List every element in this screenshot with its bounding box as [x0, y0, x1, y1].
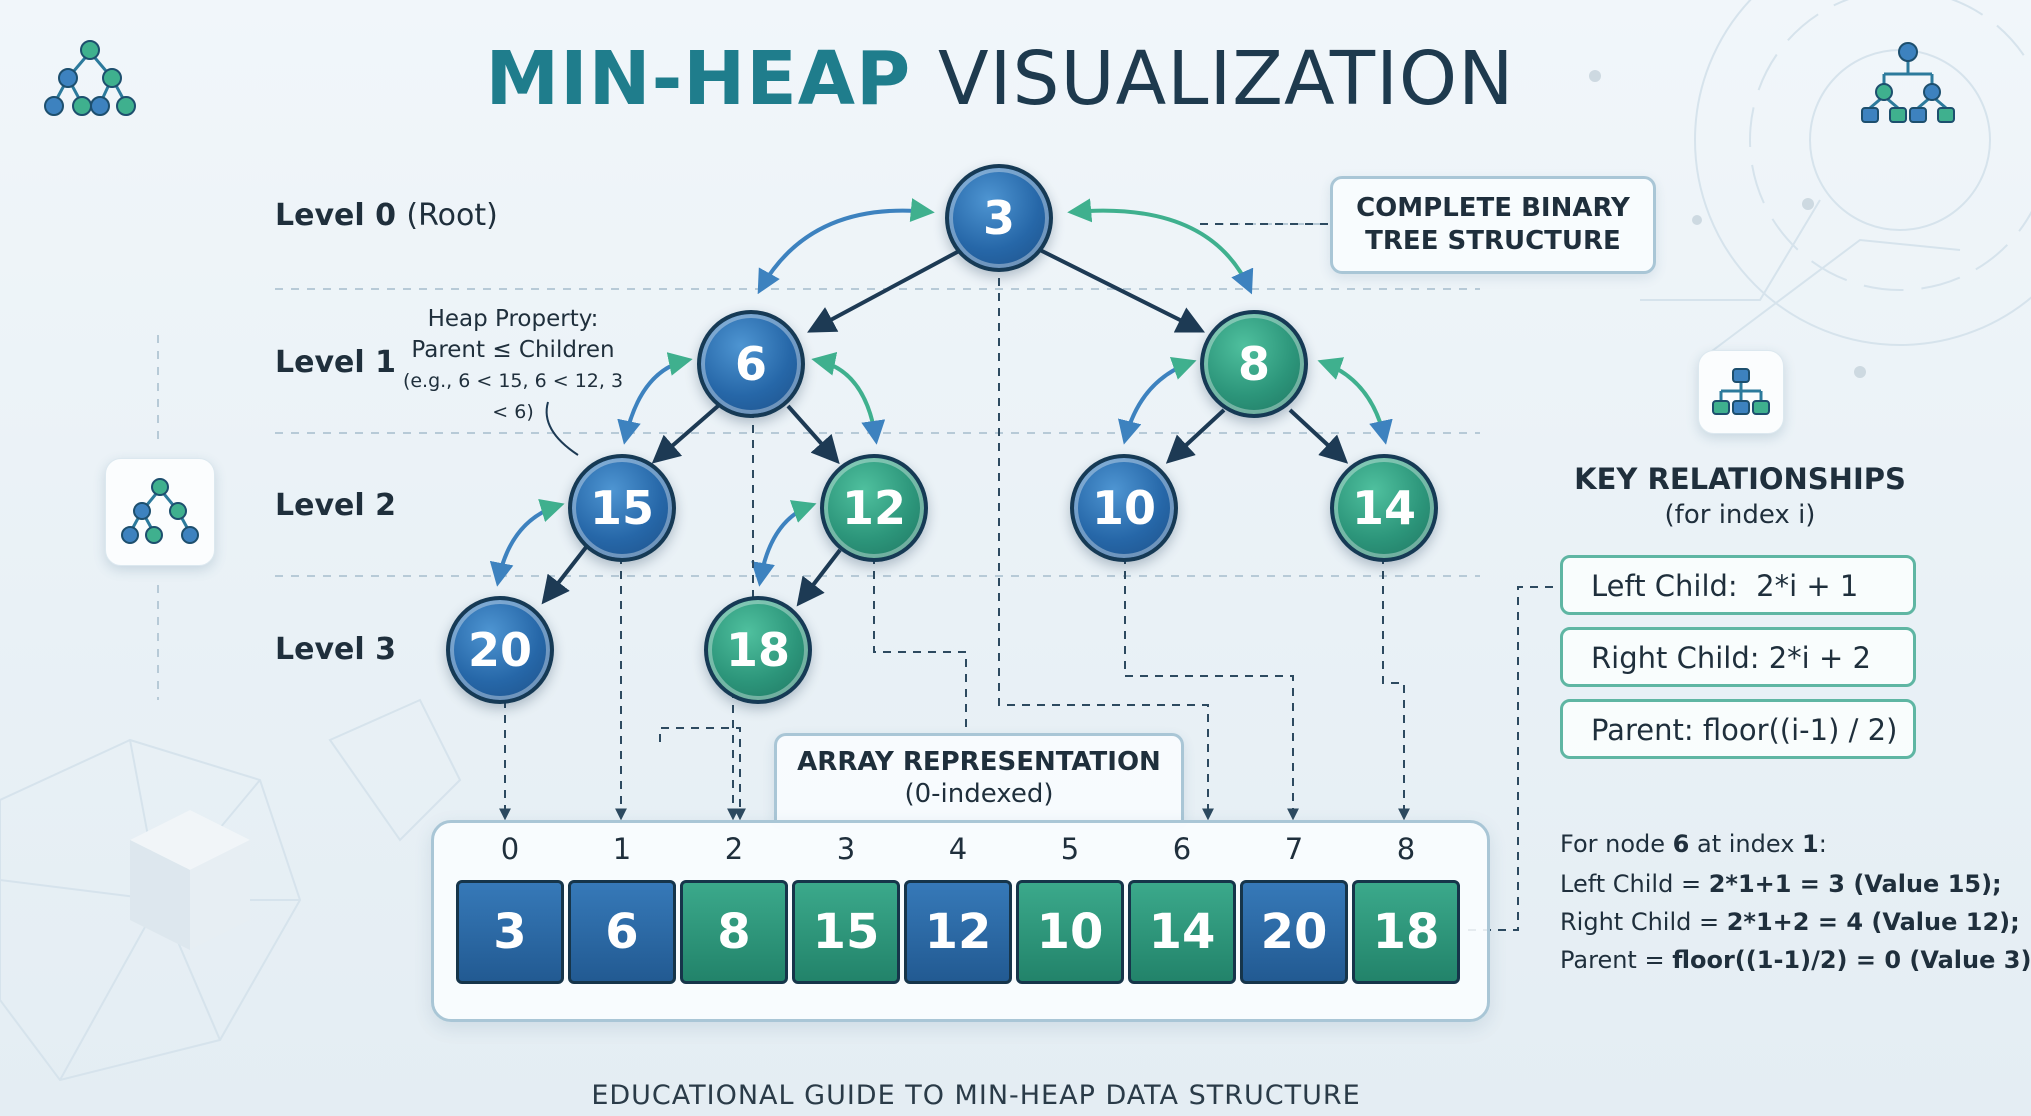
heap-node-2: 8 — [1200, 310, 1308, 418]
tree-icon-top-right — [1858, 38, 1958, 128]
example-line-3: Right Child = 2*1+2 = 4 (Value 12); — [1560, 908, 2020, 936]
example-line-4: Parent = floor((1-1)/2) = 0 (Value 3) — [1560, 946, 2031, 974]
heap-node-7: 20 — [446, 596, 554, 704]
example-line-2: Left Child = 2*1+1 = 3 (Value 15); — [1560, 870, 2002, 898]
footer-caption: EDUCATIONAL GUIDE TO MIN-HEAP DATA STRUC… — [591, 1080, 1361, 1111]
key-relationships-title: KEY RELATIONSHIPS — [1574, 462, 1906, 496]
title-accent: MIN-HEAP — [485, 36, 912, 122]
heap-node-3: 15 — [568, 454, 676, 562]
array-index-1: 1 — [612, 832, 632, 866]
array-index-8: 8 — [1396, 832, 1416, 866]
array-cell-2: 8 — [680, 880, 788, 984]
array-index-2: 2 — [724, 832, 744, 866]
heap-node-5: 10 — [1070, 454, 1178, 562]
heap-node-1: 6 — [697, 310, 805, 418]
heap-property-note: Heap Property: Parent ≤ Children (e.g., … — [402, 306, 624, 423]
array-cell-8: 18 — [1352, 880, 1460, 984]
heap-node-8: 18 — [704, 596, 812, 704]
array-index-4: 4 — [948, 832, 968, 866]
tree-icon-card-left — [105, 458, 215, 566]
left-child-formula: Left Child: 2*i + 1 — [1560, 555, 1916, 615]
array-index-7: 7 — [1284, 832, 1304, 866]
level-0-label: Level 0 (Root) — [275, 198, 498, 233]
heap-node-4: 12 — [820, 454, 928, 562]
level-3-label: Level 3 — [275, 632, 396, 667]
tree-structure-label: COMPLETE BINARY TREE STRUCTURE — [1330, 176, 1656, 274]
array-cell-1: 6 — [568, 880, 676, 984]
array-cell-0: 3 — [456, 880, 564, 984]
array-cell-7: 20 — [1240, 880, 1348, 984]
heap-node-0: 3 — [945, 164, 1053, 272]
heap-node-6: 14 — [1330, 454, 1438, 562]
array-cell-4: 12 — [904, 880, 1012, 984]
page-title: MIN-HEAP VISUALIZATION — [0, 34, 2000, 124]
array-index-0: 0 — [500, 832, 520, 866]
tree-icon-card-right — [1698, 350, 1784, 434]
array-index-3: 3 — [836, 832, 856, 866]
array-cell-5: 10 — [1016, 880, 1124, 984]
array-representation-label: ARRAY REPRESENTATION (0-indexed) — [774, 733, 1184, 820]
right-child-formula: Right Child: 2*i + 2 — [1560, 627, 1916, 687]
tree-icon-top-left — [38, 36, 142, 126]
array-cell-3: 15 — [792, 880, 900, 984]
level-2-label: Level 2 — [275, 488, 396, 523]
level-1-label: Level 1 — [275, 345, 396, 380]
array-cell-6: 14 — [1128, 880, 1236, 984]
example-line-1: For node 6 at index 1: — [1560, 830, 1827, 858]
key-relationships-subtitle: (for index i) — [1664, 500, 1816, 530]
array-index-5: 5 — [1060, 832, 1080, 866]
array-index-6: 6 — [1172, 832, 1192, 866]
title-rest: VISUALIZATION — [938, 36, 1515, 122]
parent-formula: Parent: floor((i-1) / 2) — [1560, 699, 1916, 759]
